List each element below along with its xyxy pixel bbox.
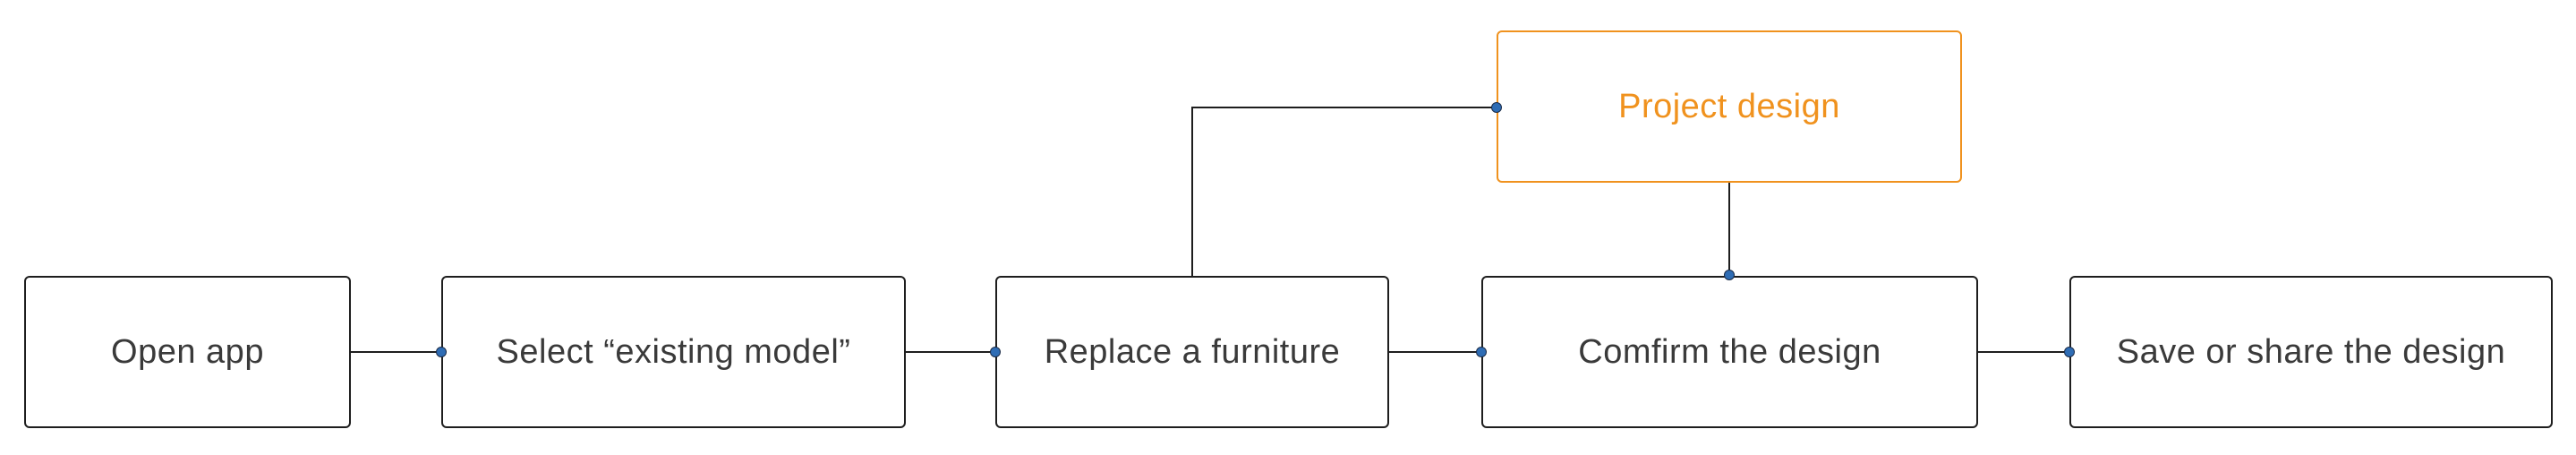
select-existing-model-step: Select “existing model” <box>441 276 906 428</box>
save-share-design-label: Save or share the design <box>2116 332 2506 371</box>
connector-dot-select-left <box>436 347 447 357</box>
confirm-design-label: Comfirm the design <box>1578 332 1881 371</box>
open-app-label: Open app <box>111 332 264 371</box>
connector-dot-save-left <box>2064 347 2075 357</box>
select-existing-model-label: Select “existing model” <box>496 332 851 371</box>
project-design-step: Project design <box>1497 30 1962 183</box>
save-share-design-step: Save or share the design <box>2069 276 2553 428</box>
confirm-design-step: Comfirm the design <box>1481 276 1978 428</box>
project-design-label: Project design <box>1618 87 1840 125</box>
connector-replace-to-project <box>1191 107 1497 276</box>
replace-furniture-step: Replace a furniture <box>995 276 1389 428</box>
connector-dot-confirm-left <box>1476 347 1487 357</box>
connector-dot-replace-left <box>990 347 1001 357</box>
connector-dot-project-left <box>1491 102 1502 113</box>
replace-furniture-label: Replace a furniture <box>1044 332 1341 371</box>
open-app-step: Open app <box>24 276 351 428</box>
connector-dot-confirm-top <box>1724 270 1735 280</box>
